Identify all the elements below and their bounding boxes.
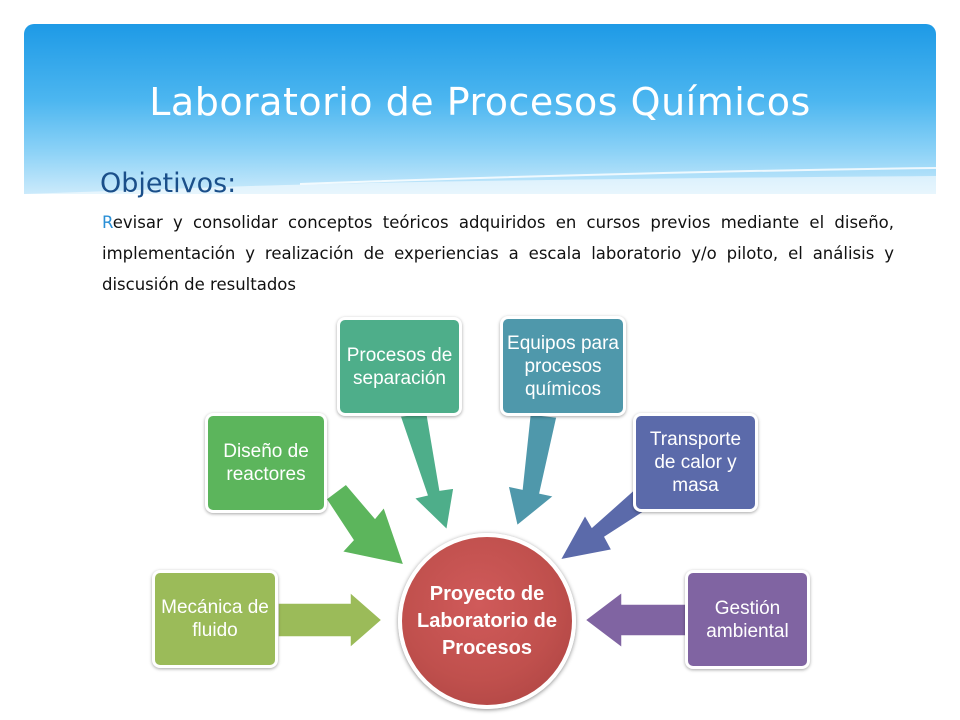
node-center-proyecto: Proyecto de Laboratorio de Procesos <box>398 533 576 709</box>
arrow-transporte <box>558 484 651 562</box>
node-equipos-procesos: Equipos para procesos químicos <box>500 316 626 416</box>
arrow-equipos <box>507 413 558 528</box>
slide-title: Laboratorio de Procesos Químicos <box>149 80 811 124</box>
node-transporte-calor-masa: Transporte de calor y masa <box>633 413 758 512</box>
node-mecanica-fluido: Mecánica de fluido <box>152 570 278 668</box>
objectives-heading: Objetivos: <box>100 168 237 199</box>
arrow-separacion <box>398 412 455 532</box>
node-gestion-ambiental: Gestión ambiental <box>685 570 810 669</box>
node-procesos-separacion: Procesos de separación <box>337 317 462 416</box>
objectives-body: evisar y consolidar conceptos teóricos a… <box>102 213 894 294</box>
arrow-gestion <box>583 590 691 650</box>
objectives-first-letter: R <box>102 213 113 232</box>
node-diseno-reactores: Diseño de reactores <box>205 413 327 513</box>
objectives-text: Revisar y consolidar conceptos teóricos … <box>102 207 894 300</box>
arrow-mecanica <box>277 590 384 650</box>
header-band <box>24 24 936 194</box>
arrow-reactores <box>324 482 406 567</box>
